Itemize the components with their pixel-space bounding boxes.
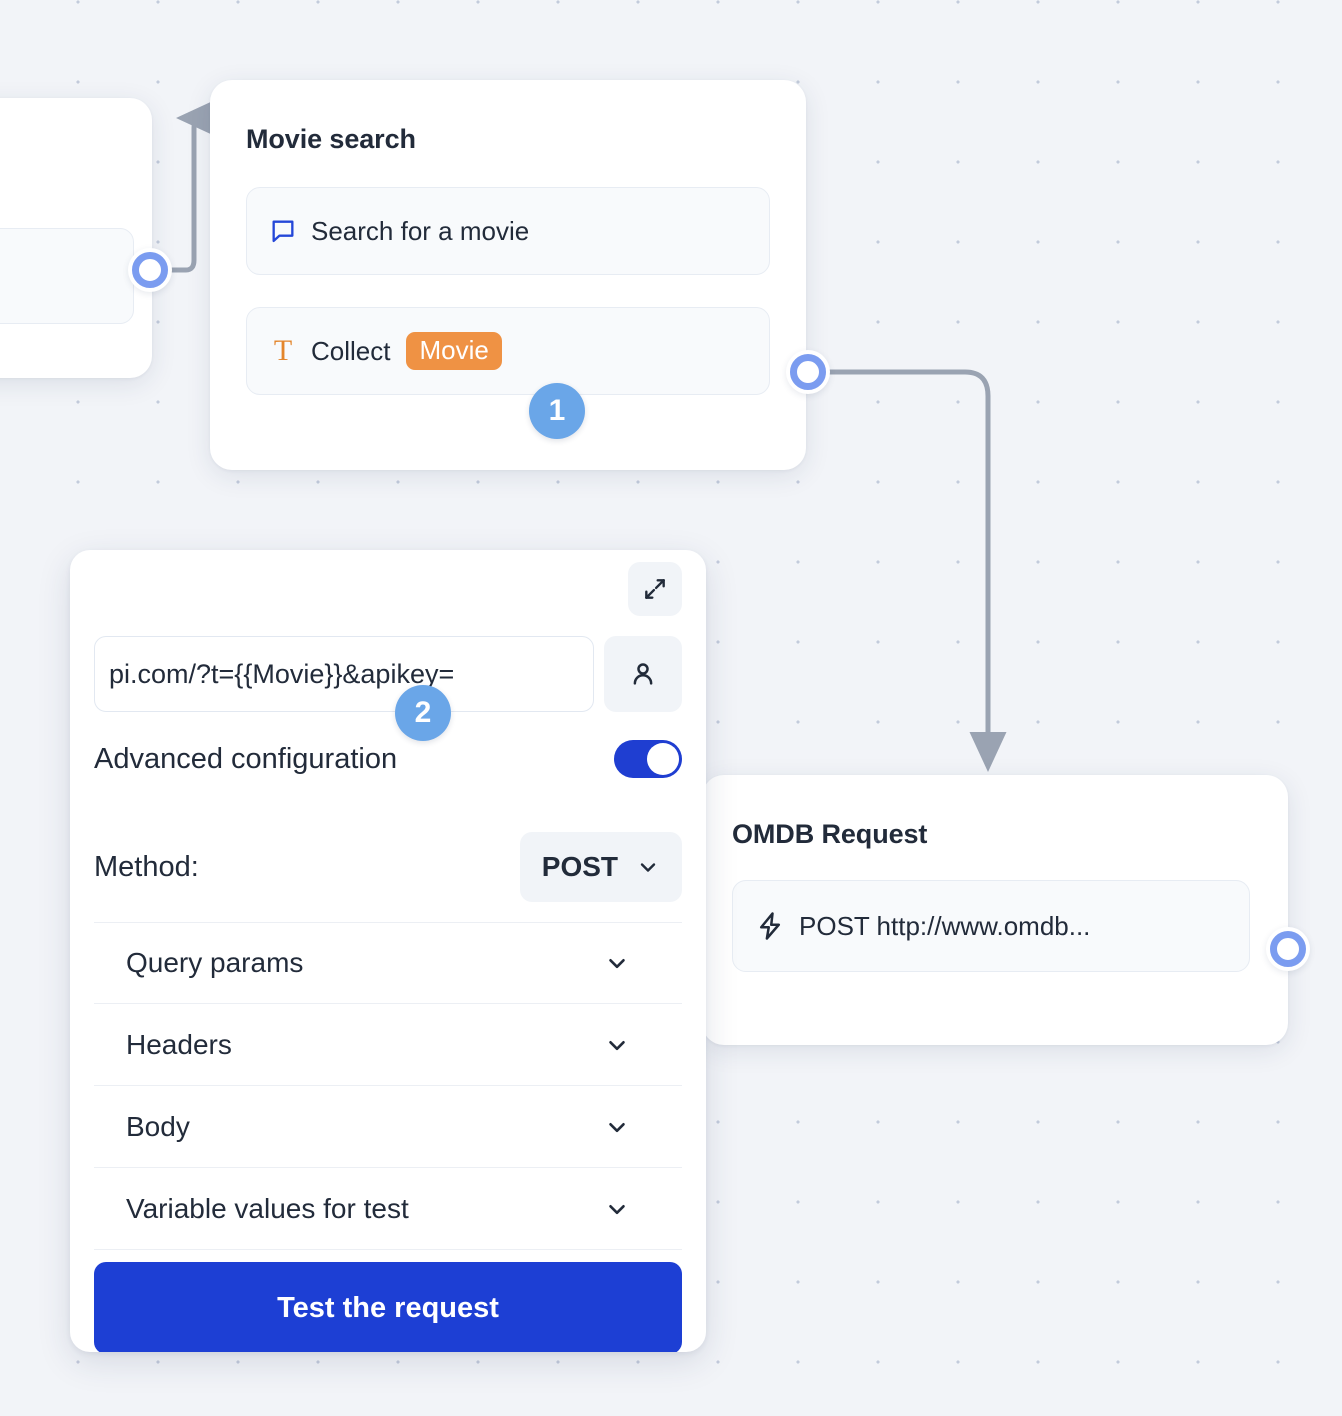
chevron-down-icon [609, 1122, 625, 1132]
url-row: pi.com/?t={{Movie}}&apikey= [94, 636, 682, 712]
chat-bubble-icon [272, 220, 294, 243]
variable-tag-movie[interactable]: Movie [406, 332, 502, 370]
method-select-value: POST [541, 851, 618, 882]
section-variable-values[interactable]: Variable values for test [94, 1168, 682, 1250]
text-t-icon: T [273, 334, 293, 367]
section-body-label: Body [126, 1110, 190, 1142]
movie-search-node-card[interactable]: Movie search Search for a movie T Collec… [210, 80, 806, 470]
movie-search-row-collect[interactable]: T Collect Movie [246, 307, 770, 395]
omdb-request-row-post[interactable]: POST http://www.omdb... [732, 880, 1250, 972]
method-select[interactable]: POST [519, 832, 682, 902]
expand-panel-button[interactable] [628, 562, 682, 616]
movie-search-row-search-label: Search for a movie [311, 215, 530, 246]
section-headers-label: Headers [126, 1028, 232, 1060]
test-the-request-button[interactable]: Test the request [94, 1262, 682, 1352]
url-auth-person-button[interactable] [604, 636, 682, 712]
lightning-bolt-icon [760, 912, 780, 940]
chevron-down-icon [609, 1040, 625, 1050]
port-omdb-request-output[interactable] [1266, 927, 1310, 971]
chevron-down-icon [640, 863, 656, 872]
request-url-input[interactable]: pi.com/?t={{Movie}}&apikey= [94, 636, 594, 712]
section-query-params-label: Query params [126, 947, 304, 978]
method-label: Method: [94, 850, 199, 883]
chevron-down-icon [609, 1204, 625, 1214]
omdb-request-title: OMDB Request [732, 819, 928, 849]
section-query-params[interactable]: Query params [94, 922, 682, 1004]
previous-node-row[interactable] [0, 228, 134, 324]
movie-search-title: Movie search [246, 124, 416, 154]
omdb-request-row-post-label: POST http://www.omdb... [799, 910, 1091, 941]
section-body[interactable]: Body [94, 1086, 682, 1168]
section-variable-values-label: Variable values for test [126, 1192, 409, 1224]
omdb-request-node-card[interactable]: OMDB Request POST http://www.omdb... [702, 775, 1288, 1045]
movie-search-row-search[interactable]: Search for a movie [246, 187, 770, 275]
step-badge-1: 1 [529, 383, 585, 439]
movie-search-row-collect-label: Collect [311, 335, 391, 366]
request-config-panel: pi.com/?t={{Movie}}&apikey= Advanced con… [70, 550, 706, 1352]
section-headers[interactable]: Headers [94, 1004, 682, 1086]
advanced-configuration-label: Advanced configuration [94, 742, 398, 775]
method-row: Method: POST [94, 832, 682, 902]
config-sections: Query params Headers Body Variable value… [94, 922, 682, 1250]
connector-movie-to-omdb [825, 369, 1007, 772]
connector-previous-to-movie [169, 99, 216, 273]
step-badge-2: 2 [395, 685, 451, 741]
advanced-configuration-toggle[interactable] [614, 740, 682, 778]
port-previous-output[interactable] [128, 248, 172, 292]
person-icon [633, 663, 653, 685]
chevron-down-icon [609, 958, 625, 969]
previous-node-card[interactable] [0, 98, 152, 378]
advanced-configuration-row: Advanced configuration [94, 740, 682, 778]
port-movie-search-output[interactable] [786, 350, 830, 394]
expand-diagonal-icon [645, 579, 665, 599]
